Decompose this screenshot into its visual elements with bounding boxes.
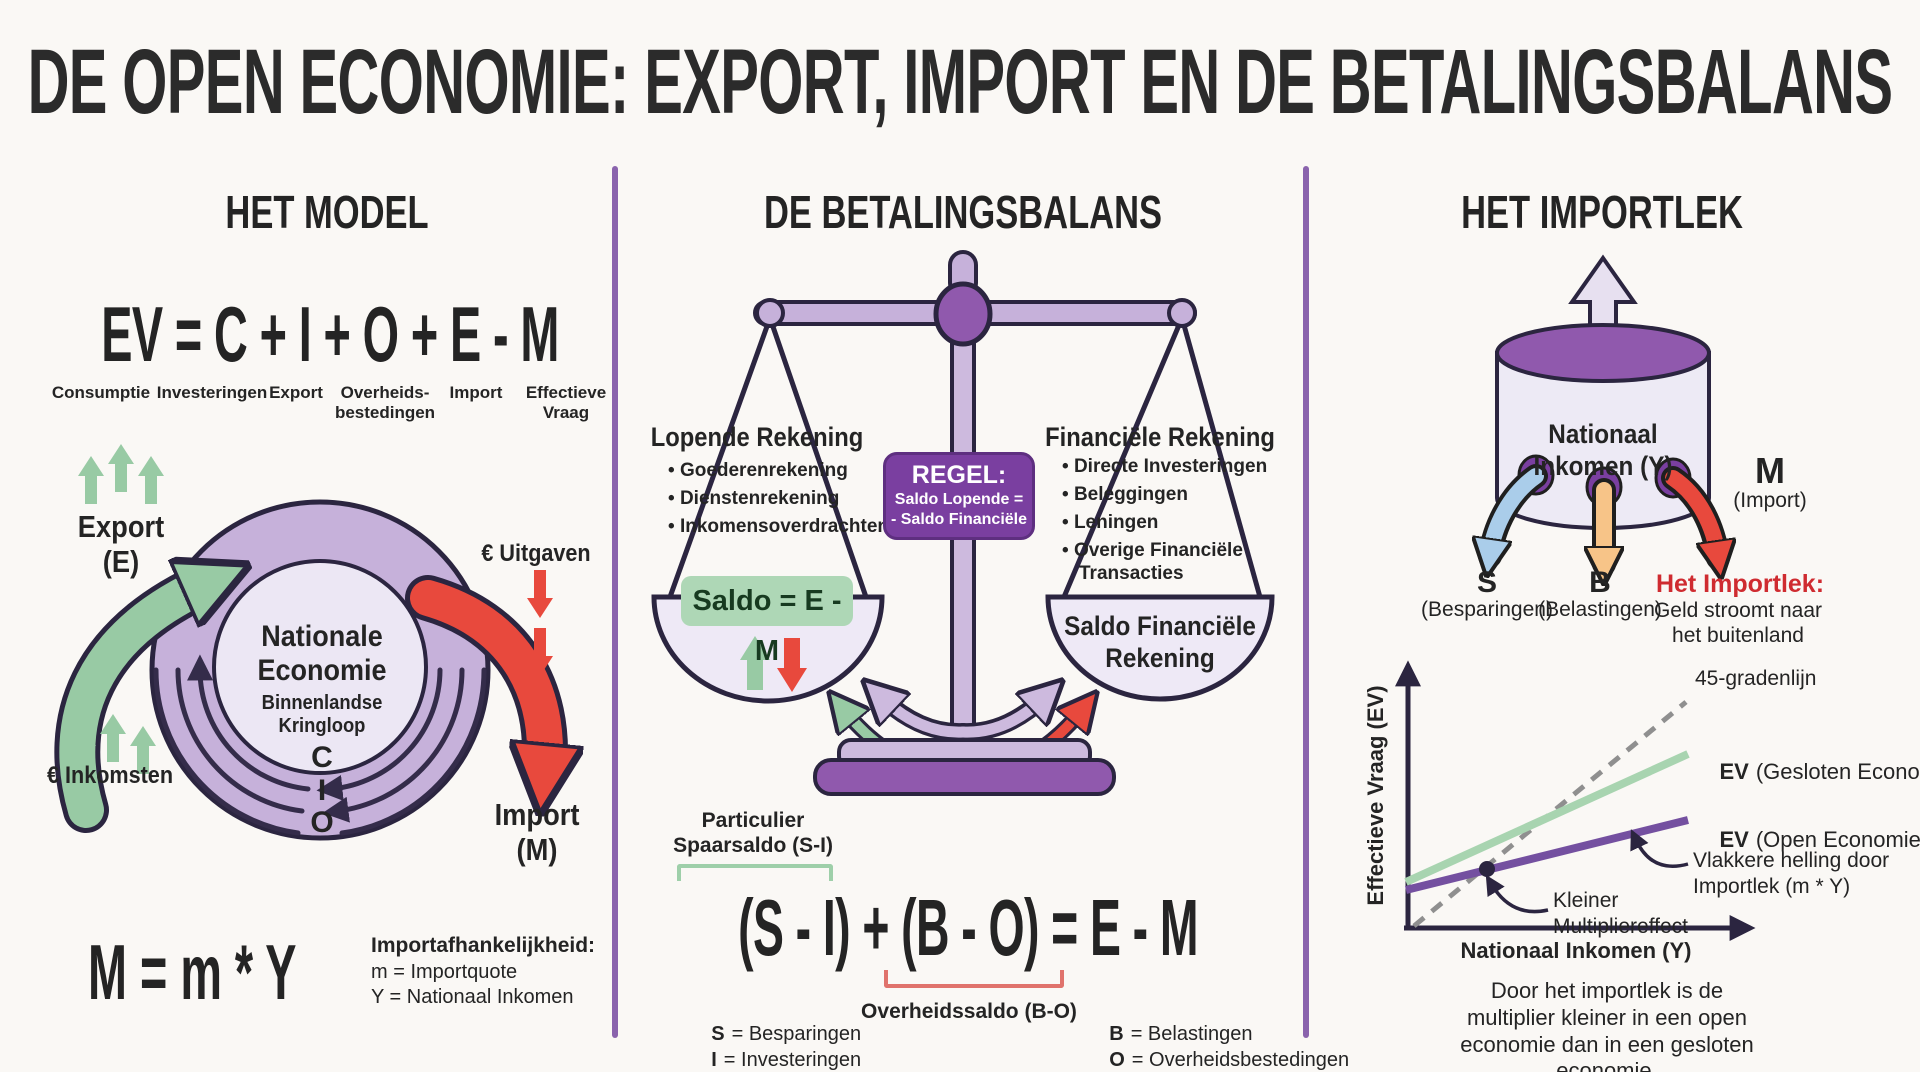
graph-slope-note: Vlakkere helling door Importlek (m * Y)	[1693, 849, 1890, 898]
divider-left	[612, 166, 618, 1038]
line-ev-closed	[1404, 750, 1690, 886]
pan-down-arrow-icon	[777, 638, 807, 692]
graph-ev-open-label: EV(Open Economie)	[1719, 827, 1920, 852]
page-title: DE OPEN ECONOMIE: EXPORT, IMPORT EN DE B…	[27, 31, 1893, 133]
spaarsaldo-label: Particulier Spaarsaldo (S-I)	[673, 809, 833, 858]
income-tank-diagram	[1430, 254, 1870, 650]
graph-x-label: Nationaal Inkomen (Y)	[1460, 938, 1692, 963]
graph-45-label: 45-gradenlijn	[1695, 667, 1817, 690]
model-heading: HET MODEL	[225, 186, 429, 238]
b-letter: B	[1589, 566, 1611, 599]
m-import-letter: M	[1755, 450, 1785, 491]
divider-right	[1303, 166, 1309, 1038]
right-pan	[1045, 594, 1275, 702]
formula-label-consumptie: Consumptie	[51, 383, 151, 402]
importlek-heading: HET IMPORTLEK	[1461, 186, 1743, 238]
pan-up-arrow-icon	[740, 636, 770, 690]
right-pan-item: Beleggingen	[1062, 484, 1193, 507]
exchange-arrow-icon	[880, 696, 1046, 742]
tank-label: Nationaal Inkomen (Y)	[1533, 419, 1673, 482]
b-sub: (Belastingen)	[1538, 598, 1662, 621]
import-leak-arrow-icon	[1661, 466, 1718, 558]
s-letter: S	[1476, 566, 1498, 599]
multiplier-note-arrow-icon	[1485, 874, 1549, 914]
left-pan-item: Dienstenrekening	[668, 488, 844, 511]
rule-title: REGEL:	[911, 461, 1007, 489]
model-formula: EV = C + I + O + E - M	[101, 290, 559, 378]
formula-label-export: Export	[269, 383, 323, 402]
import-arrow-icon	[405, 575, 545, 772]
right-pan-item: Directe Investeringen	[1062, 456, 1267, 479]
overheidssaldo-label: Overheidssaldo (B-O)	[861, 1000, 1077, 1023]
left-pan-item: Inkomensoverdrachten	[668, 516, 894, 539]
flow-center-subtitle: Binnenlandse Kringloop	[261, 692, 383, 737]
leak-title: Het Importlek:	[1655, 570, 1825, 598]
note-lines: m = Importquote Y = Nationaal Inkomen	[371, 961, 574, 1008]
equilibrium-dot	[1479, 861, 1495, 877]
right-pan-item: Leningen	[1062, 512, 1163, 535]
tank-top	[1495, 323, 1711, 383]
leak-body: Geld stroomt naar het buitenland	[1653, 599, 1823, 648]
right-pan-title: Financiële Rekening	[1045, 422, 1275, 452]
multiplier-graph	[1395, 660, 1756, 941]
legend-i: I= Investeringen	[711, 1049, 862, 1071]
m-import-sub: (Import)	[1733, 489, 1807, 512]
left-pan-title: Lopende Rekening	[650, 422, 864, 452]
formula-label-investeringen: Investeringen	[156, 383, 268, 402]
importlek-footer: Door het importlek is de multiplier klei…	[1460, 978, 1754, 1072]
export-up-arrow-icons	[78, 444, 164, 504]
formula-label-import: Import	[449, 383, 503, 402]
formula-label-effectieve-vraag: Effectieve Vraag	[525, 383, 607, 422]
rule-box: REGEL: Saldo Lopende = - Saldo Financiël…	[883, 452, 1035, 540]
s-sub: (Besparingen)	[1421, 598, 1553, 621]
beam-end-left	[755, 298, 785, 328]
scale-pole	[950, 338, 976, 744]
flow-export-label: Export (E)	[77, 509, 165, 579]
beam-end-right	[1167, 298, 1197, 328]
formula-label-overheidsbestedingen: Overheids- bestedingen	[334, 383, 436, 422]
right-pan-item: Overige Financiële Transacties	[1062, 540, 1243, 586]
flow-inkomsten-label: € Inkomsten	[46, 762, 174, 789]
legend-s: S= Besparingen	[711, 1023, 862, 1045]
slope-note-arrow-icon	[1630, 829, 1689, 869]
saldo-lopende-box: Saldo = E - M	[681, 576, 853, 667]
savings-arrow-icon	[1490, 464, 1548, 556]
left-pan-item: Goederenrekening	[668, 460, 853, 483]
legend-o: O= Overheidsbestedingen	[1109, 1049, 1350, 1071]
scale-pivot	[933, 281, 993, 347]
line-45-degrees	[1412, 700, 1688, 928]
inner-flow-arrow-icons	[153, 654, 487, 836]
balance-heading: DE BETALINGSBALANS	[763, 186, 1163, 238]
flow-cio-letters: C I O	[310, 741, 334, 839]
import-formula: M = m * Y	[88, 928, 297, 1016]
note-heading: Importafhankelijkheid:	[371, 934, 596, 957]
flow-import-label: Import (M)	[494, 797, 580, 867]
legend-b: B= Belastingen	[1109, 1023, 1253, 1045]
green-bracket-icon	[677, 864, 833, 881]
uitgaven-down-arrow-icons	[527, 570, 553, 676]
flow-uitgaven-label: € Uitgaven	[481, 540, 591, 567]
circular-flow-diagram	[54, 444, 620, 841]
graph-y-label: Effectieve Vraag (EV)	[1363, 685, 1388, 906]
rule-body: Saldo Lopende = - Saldo Financiële	[890, 491, 1028, 528]
flow-center-title: Nationale Economie	[257, 620, 387, 687]
export-arrow-icon	[54, 582, 210, 833]
graph-ev-closed-label: EV(Gesloten Economie)	[1719, 759, 1920, 784]
saldo-financiele-label: Saldo Financiële Rekening	[1064, 611, 1256, 674]
graph-multiplier-note: Kleiner Multipliereffect	[1553, 889, 1689, 938]
scale-base	[813, 738, 1116, 796]
red-bracket-icon	[884, 970, 1064, 988]
identity-formula: (S - I) + (B - O) = E - M	[738, 883, 1198, 972]
